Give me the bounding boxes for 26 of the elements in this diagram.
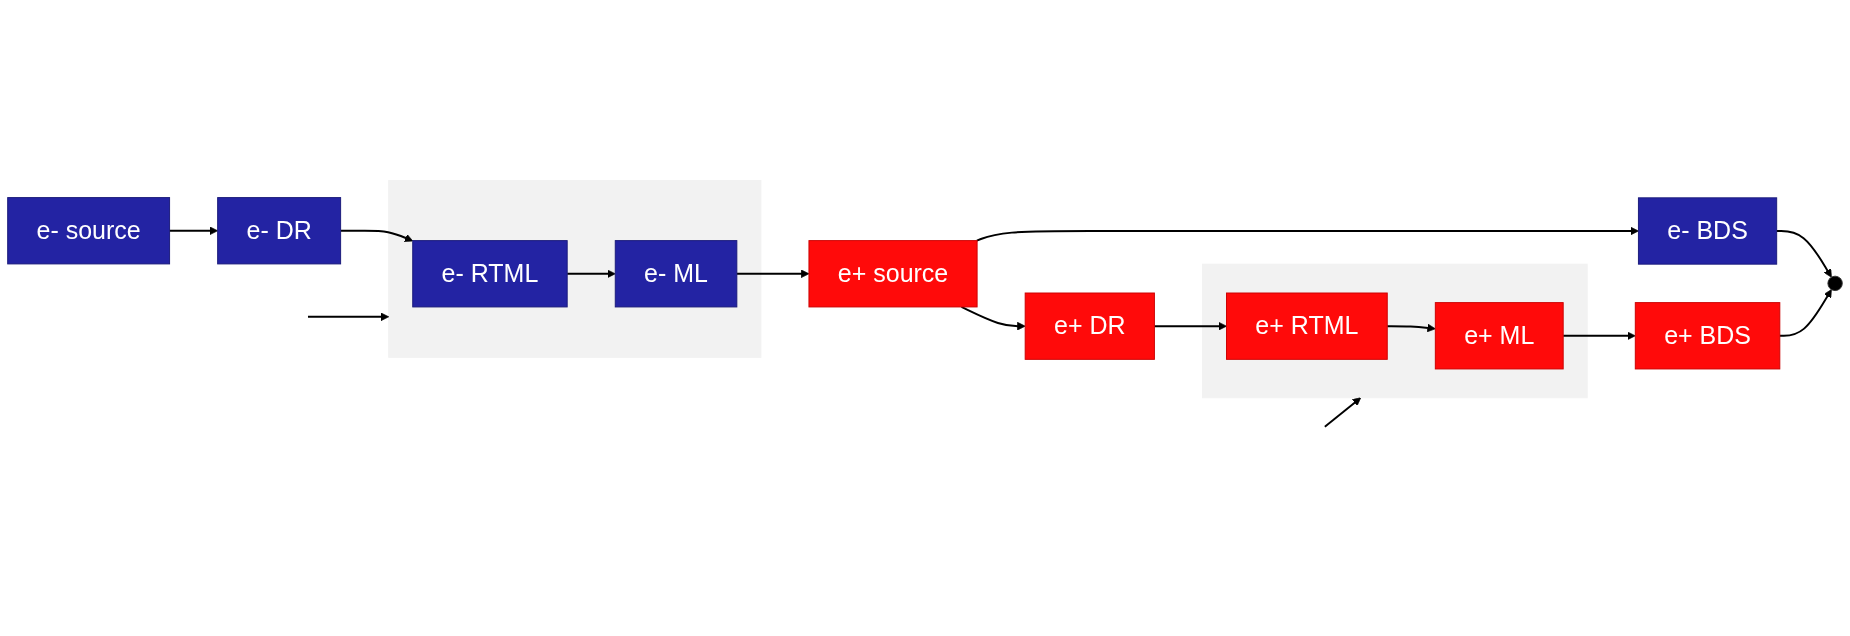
node-box: e+ source xyxy=(808,240,978,308)
node-box: e- DR xyxy=(217,197,342,265)
cluster xyxy=(388,180,762,358)
cluster xyxy=(1202,263,1588,399)
node-box: e+ ML xyxy=(1434,302,1564,370)
arrow xyxy=(1562,331,1636,340)
node-box: e+ RTML xyxy=(1226,292,1388,360)
arrow xyxy=(307,312,390,322)
arrow xyxy=(1386,323,1436,333)
arrow xyxy=(975,226,1639,242)
arrow xyxy=(1778,289,1832,337)
node-box: e- BDS xyxy=(1637,197,1778,265)
node-box: e- source xyxy=(7,197,171,265)
arrow xyxy=(1775,230,1832,278)
arrow xyxy=(339,229,414,242)
node-box: e+ BDS xyxy=(1634,302,1781,370)
arrow xyxy=(168,226,219,235)
arrow xyxy=(735,269,810,278)
arrow xyxy=(1153,321,1227,331)
node-box: e+ DR xyxy=(1024,292,1155,360)
arrow xyxy=(960,306,1026,331)
arrow xyxy=(566,269,616,278)
arrow xyxy=(1323,397,1362,428)
node-box: e- RTML xyxy=(412,240,568,308)
node-box: e- ML xyxy=(614,240,738,308)
node-circle xyxy=(1827,275,1843,292)
